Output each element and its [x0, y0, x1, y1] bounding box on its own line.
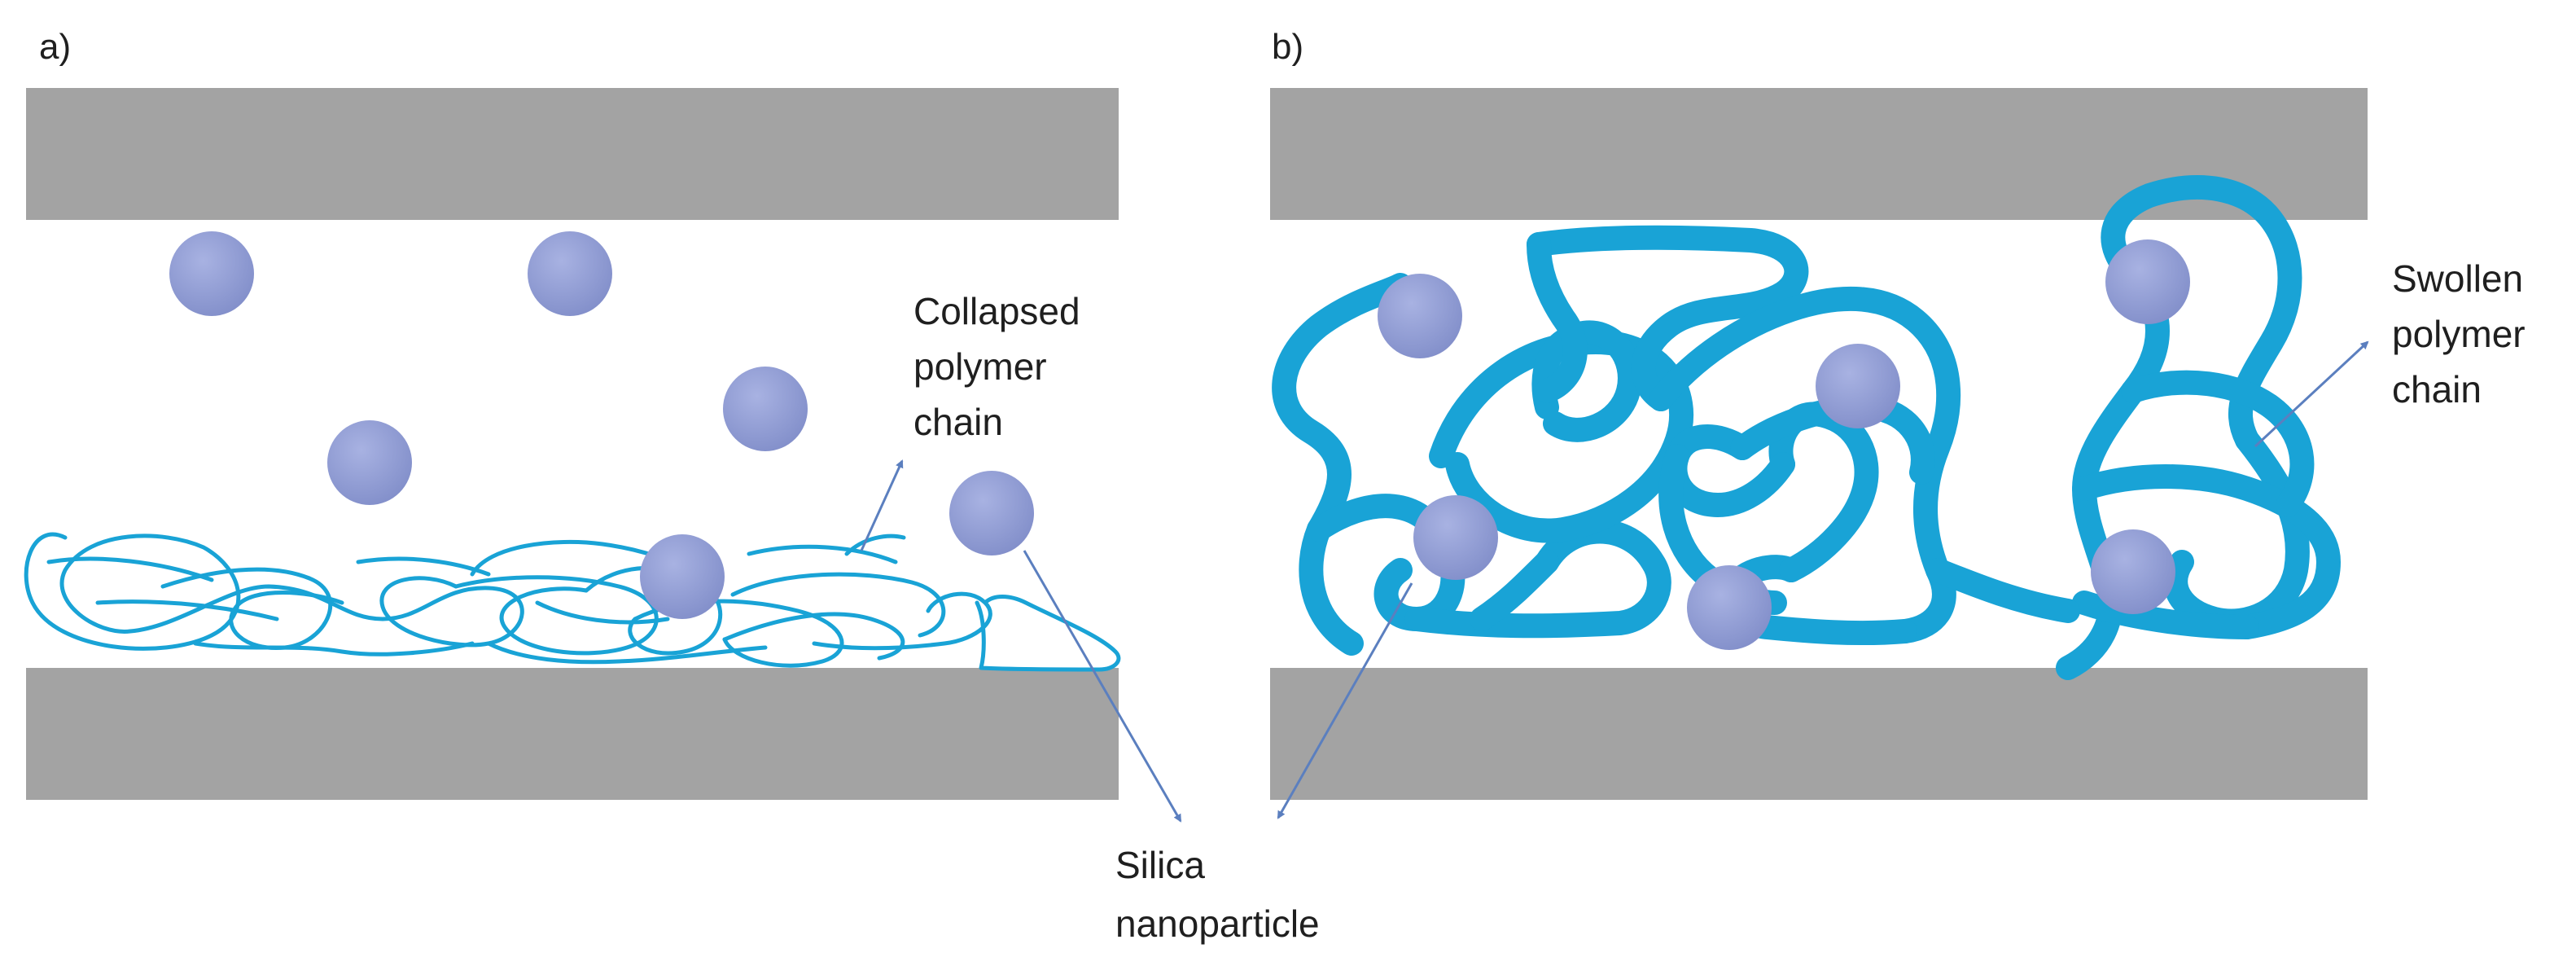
silica-nanoparticle [1413, 495, 1498, 580]
silica-nanoparticle [2091, 529, 2175, 614]
silica-arrow-a [1023, 550, 1182, 823]
silica-nanoparticle [169, 231, 254, 316]
swollen-polymer-label: Swollen polymer chain [2392, 257, 2526, 411]
panel-b-particles [1378, 239, 2190, 650]
panel-a-bottom-plate [26, 668, 1119, 800]
collapsed-chain-arrow [860, 459, 904, 551]
silica-nanoparticle [327, 420, 412, 505]
collapsed-label-line-2: polymer [913, 345, 1047, 388]
swollen-label-line-3: chain [2392, 368, 2482, 411]
silica-nanoparticle [949, 471, 1034, 555]
panel-b-label: b) [1272, 27, 1303, 67]
panel-a-label: a) [39, 27, 71, 67]
silica-label-line-1: Silica [1115, 844, 1205, 886]
silica-arrow-b [1277, 582, 1413, 819]
silica-nanoparticle [1687, 565, 1772, 650]
silica-nanoparticle [528, 231, 612, 316]
swollen-label-line-1: Swollen [2392, 257, 2523, 300]
swollen-chain-arrow [2254, 340, 2369, 448]
collapsed-label-line-3: chain [913, 401, 1003, 443]
panel-b-bottom-plate [1270, 668, 2368, 800]
collapsed-polymer-label: Collapsed polymer chain [913, 290, 1080, 443]
swollen-label-line-2: polymer [2392, 313, 2526, 355]
silica-nanoparticle-label: Silica nanoparticle [1115, 844, 1320, 945]
collapsed-polymer-chain [24, 532, 1121, 672]
panel-a-particles [169, 231, 1034, 619]
silica-nanoparticle [1378, 274, 1462, 358]
collapsed-label-line-1: Collapsed [913, 290, 1080, 332]
silica-nanoparticle [640, 534, 725, 619]
panel-b-top-plate [1270, 88, 2368, 220]
silica-nanoparticle [1816, 344, 1900, 428]
silica-nanoparticle [723, 367, 808, 451]
silica-label-line-2: nanoparticle [1115, 902, 1320, 945]
silica-nanoparticle [2105, 239, 2190, 324]
panel-a-top-plate [26, 88, 1119, 220]
annotation-arrows [860, 340, 2369, 823]
